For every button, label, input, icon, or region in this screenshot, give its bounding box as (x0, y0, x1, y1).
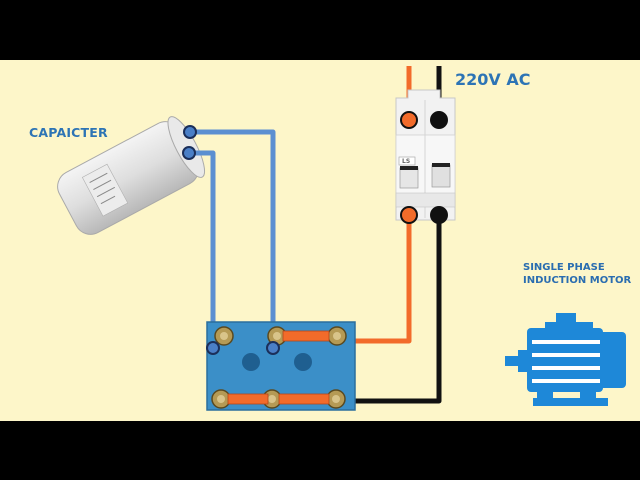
terminal-link-bottom-right (278, 393, 330, 405)
capacitor-wire-end-1 (266, 341, 280, 355)
terminal-link-bottom-left (227, 393, 269, 405)
motor-label-line-2: INDUCTION MOTOR (523, 275, 632, 286)
motor-terminal-box (206, 321, 356, 411)
letterbox-bottom (0, 421, 640, 480)
terminal-link-top (282, 330, 330, 342)
letterbox-top (0, 0, 640, 60)
supply-voltage-label: 220V AC (455, 70, 531, 89)
circuit-breaker: LS (395, 89, 456, 221)
breaker-input-neutral (430, 111, 448, 129)
breaker-to-motor-neutral (330, 216, 442, 404)
motor-label-line-1: SINGLE PHASE (523, 262, 605, 273)
breaker-to-motor-phase (330, 216, 412, 344)
motor-icon (505, 313, 626, 406)
capacitor-label: CAPAICTER (29, 125, 108, 140)
diagram-drawing: LS (57, 66, 626, 411)
breaker-brand: LS (402, 158, 410, 165)
capacitor-wire-1 (190, 129, 276, 347)
capacitor-wire-end-2 (206, 341, 220, 355)
motor-label: SINGLE PHASE INDUCTION MOTOR (523, 261, 631, 287)
breaker-input-phase (400, 111, 418, 129)
capacitor-wires (189, 129, 276, 347)
breaker-output-phase (400, 206, 418, 224)
capacitor-terminal-1 (183, 125, 197, 139)
capacitor-terminal-2 (182, 146, 196, 160)
capacitor-wire-2 (189, 150, 216, 347)
wiring-diagram: LS (0, 60, 640, 421)
breaker-output-neutral (430, 206, 448, 224)
